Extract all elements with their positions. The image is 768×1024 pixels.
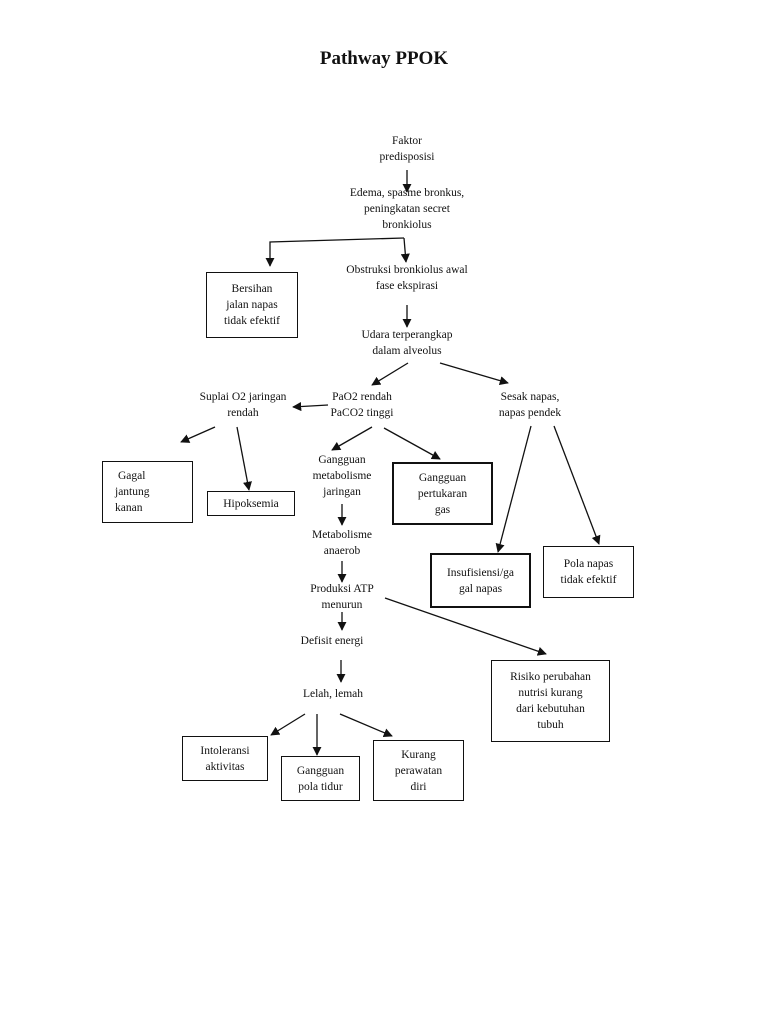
arrow-pao2-ggas [383,427,441,460]
node-lelah-lemah: Lelah, lemah [302,688,364,700]
node-sesak: Sesak napas, napas pendek [498,391,562,419]
node-produksi-atp: Produksi ATP menurun [310,583,374,611]
box-risiko-nutrisi: Risiko perubahan nutrisi kurang dari keb… [491,660,610,742]
arrow-udara-sesak [439,362,509,386]
arrow-lelah-intoleransi [270,713,306,736]
node-gangguan-metabolisme: Gangguan metabolisme jaringan [312,454,372,498]
page-title: Pathway PPOK [319,48,449,69]
node-metabolisme-anaerob: Metabolisme anaerob [311,529,373,557]
box-kurang-perawatan-diri: Kurang perawatan diri [373,740,464,801]
node-pao2: PaO2 rendah PaCO2 tinggi [330,391,394,419]
node-edema: Edema, spasme bronkus, peningkatan secre… [349,187,465,231]
arrow-suplai-hipoksemia [236,426,252,491]
node-faktor: Faktor predisposisi [379,135,435,163]
arrow-lelah-perawatan [339,713,393,737]
box-hipoksemia: Hipoksemia [207,491,295,516]
box-gangguan-pola-tidur: Gangguan pola tidur [281,756,360,801]
arrow-suplai-gagal [180,426,216,443]
arrow-atp-risiko [384,597,547,656]
arrow-edema-obstruksi [400,237,410,263]
box-gangguan-pertukaran-gas: Gangguan pertukaran gas [392,462,493,525]
arrow-udara-pao2 [371,362,409,386]
arrow-sesak-pola-napas [553,425,601,545]
node-suplai: Suplai O2 jaringan rendah [199,391,287,419]
box-gagal-jantung-kanan: Gagal jantung kanan [102,461,193,523]
arrow-sesak-insufisiensi [495,425,532,553]
arrow-edema-bersihan [265,237,405,267]
node-defisit-energi: Defisit energi [300,635,364,647]
node-udara: Udara terperangkap dalam alveolus [361,329,453,357]
arrow-pao2-gmetab [331,426,373,451]
box-bersihan-jalan-napas: Bersihan jalan napas tidak efektif [206,272,298,338]
node-obstruksi: Obstruksi bronkiolus awal fase ekspirasi [346,264,468,292]
arrow-pao2-suplai [292,401,329,412]
box-pola-napas-tidak-efektif: Pola napas tidak efektif [543,546,634,598]
box-insufisiensi-gagal-napas: Insufisiensi/ga gal napas [430,553,531,608]
box-intoleransi-aktivitas: Intoleransi aktivitas [182,736,268,781]
